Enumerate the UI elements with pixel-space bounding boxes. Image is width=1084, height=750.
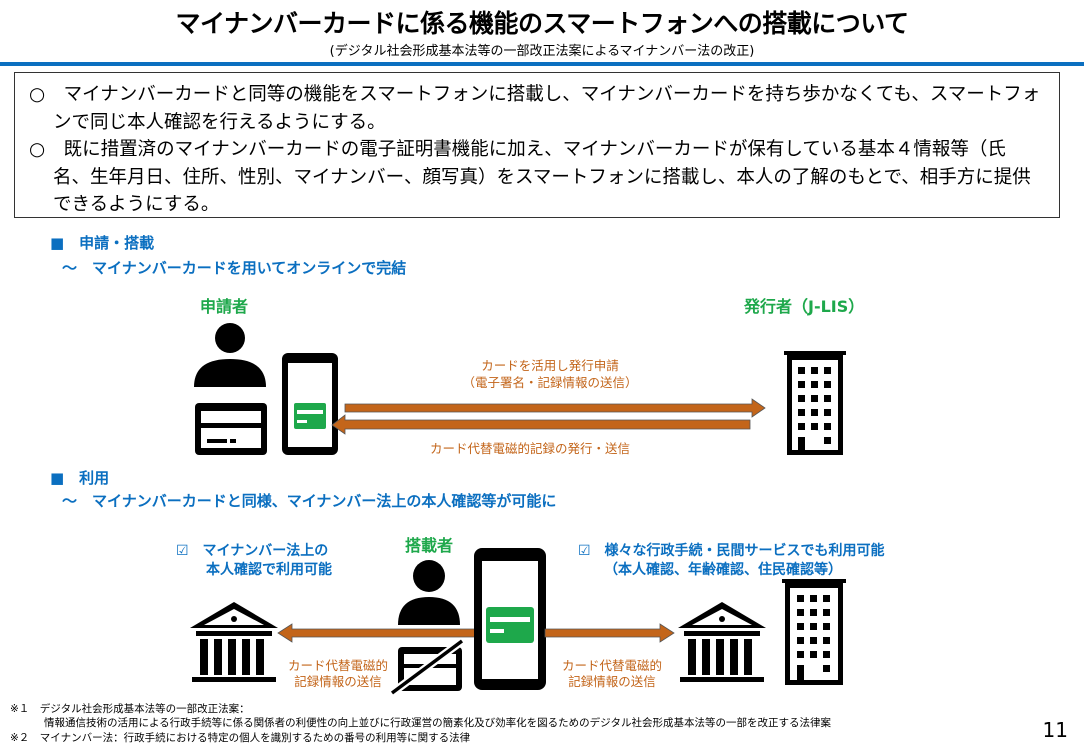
summary-item-1: ○ マイナンバーカードと同等の機能をスマートフォンに搭載し、マイナンバーカードを… xyxy=(29,84,1041,133)
right-usage-note-2: （本人確認、年齢確認、住民確認等） xyxy=(604,562,842,578)
summary-box: ○ マイナンバーカードと同等の機能をスマートフォンに搭載し、マイナンバーカードを… xyxy=(14,72,1060,218)
left-send-arrow xyxy=(277,623,476,643)
section1-diagram xyxy=(194,323,846,455)
holder-label: 搭載者 xyxy=(405,536,454,555)
right-send-label-2: 記録情報の送信 xyxy=(568,674,656,689)
left-usage-note-1: ☑ マイナンバー法上の xyxy=(176,543,329,559)
holder-person-icon xyxy=(398,560,460,625)
my-number-card-icon xyxy=(195,403,267,455)
page-subtitle: (デジタル社会形成基本法等の一部改正法案によるマイナンバー法の改正) xyxy=(329,44,755,59)
footnote-2: ※２ マイナンバー法：行政手続における特定の個人を識別するための番号の利用等に関… xyxy=(10,732,471,744)
apply-arrow-label-2: （電子署名・記録情報の送信） xyxy=(462,375,638,390)
right-send-arrow xyxy=(544,623,675,643)
left-usage-note-2: 本人確認で利用可能 xyxy=(206,562,332,578)
apply-arrow-label-1: カードを活用し発行申請 xyxy=(481,358,619,373)
summary-item-2: ○ 既に措置済のマイナンバーカードの電子証明書機能に加え、マイナンバーカードが保… xyxy=(29,139,1031,215)
crossed-card-icon xyxy=(389,637,465,695)
government-office-icon-left xyxy=(190,602,278,682)
issuer-label: 発行者（J-LIS） xyxy=(744,297,865,316)
section1-heading: ■ 申請・搭載 xyxy=(50,234,155,252)
left-send-label-1: カード代替電磁的 xyxy=(287,658,388,673)
right-usage-note-1: ☑ 様々な行政手続・民間サービスでも利用可能 xyxy=(578,543,885,559)
holder-smartphone-icon xyxy=(474,548,546,690)
left-send-label-2: 記録情報の送信 xyxy=(294,674,382,689)
office-building-icon xyxy=(782,579,846,685)
section2-heading: ■ 利用 xyxy=(50,469,110,487)
header-rule xyxy=(0,62,1084,66)
applicant-label: 申請者 xyxy=(200,297,249,316)
issue-arrow xyxy=(331,414,751,435)
footnote-1-label: ※１ デジタル社会形成基本法等の一部改正法案： xyxy=(10,703,250,715)
footnote-1-text: 情報通信技術の活用による行政手続等に係る関係者の利便性の向上並びに行政運営の簡素… xyxy=(44,717,831,729)
section2-subheading: ～ マイナンバーカードと同様、マイナンバー法上の本人確認等が可能に xyxy=(62,492,557,510)
issue-arrow-label: カード代替電磁的記録の発行・送信 xyxy=(429,441,630,456)
government-office-icon-right xyxy=(678,602,766,682)
page-number: 11 xyxy=(1042,718,1068,742)
smartphone-icon xyxy=(282,353,338,455)
section2-diagram xyxy=(190,548,846,695)
page-title: マイナンバーカードに係る機能のスマートフォンへの搭載について xyxy=(175,9,909,38)
apply-arrow xyxy=(344,398,766,418)
building-icon xyxy=(784,351,846,455)
right-send-label-1: カード代替電磁的 xyxy=(561,658,662,673)
applicant-person-icon xyxy=(194,323,266,387)
section1-subheading: ～ マイナンバーカードを用いてオンラインで完結 xyxy=(62,259,407,277)
